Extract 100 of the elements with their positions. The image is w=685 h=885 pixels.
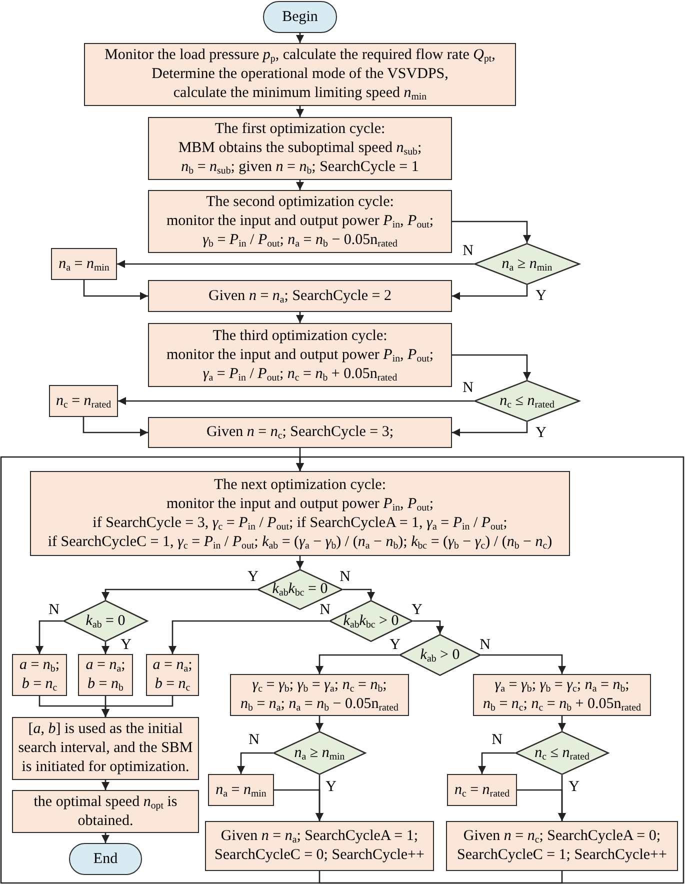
process-box (12, 790, 199, 833)
flow-arrow (296, 106, 304, 117)
process-box (205, 821, 434, 871)
process-text: Given n = n$_{a}$; SearchCycle = 2 (208, 286, 392, 306)
process-text: [a, b] is used as the initial search interval, and the SBM is initiated for optimization. (17, 720, 194, 777)
branch-label: N (248, 732, 260, 748)
decision-diamond (474, 243, 580, 285)
flow-arrow (102, 833, 110, 843)
process-box (84, 43, 516, 106)
process-text: if SearchCycleC = 1, γ$_{c}$ = P$_{in}$ / P$_{out}$; k$_{ab}$ = (γ$_{a}$ − γ$_{b}$) / (n$_{a}$ − n$_{b}$); k$_{bc}$ = (γ$_{b}$ − γ$_{c}$) / (n$_{b}$ − n$_{c}$) (48, 532, 552, 552)
process-text: the optimal speed n$_{opt}$ is obtained. (32, 792, 178, 830)
process-text: MBM obtains the suboptimal speed n$_{sub}$; n$_{b}$ = n$_{sub}$; given n = n$_{b}$; SearchCycle = 1 (178, 139, 422, 177)
process-box (49, 385, 118, 417)
flow-arrow (102, 642, 110, 654)
flow-arrow (274, 789, 324, 821)
process-box (12, 654, 67, 696)
process-text: calculate the minimum limiting speed n$_{min}$ (173, 84, 427, 103)
branch-label: Y (568, 780, 580, 794)
process-text: γ$_{a}$ = γ$_{b}$; γ$_{b}$ = γ$_{c}$; n$_{a}$ = n$_{b}$; n$_{b}$ = n$_{c}$; n$_{c}$ = n$_{b}$ + 0.05n$_{rated}$ (482, 676, 642, 714)
flow-arrow (296, 33, 304, 43)
flow-arrow (517, 789, 566, 821)
process-text: n$_{c}$ = n$_{rated}$ (56, 392, 112, 410)
branch-label: N (340, 570, 350, 584)
branch-label: Y (390, 638, 400, 652)
process-text: n$_{a}$ = n$_{min}$ (216, 780, 266, 800)
condition-text: n$_{a}$ ≥ n$_{min}$ (502, 254, 552, 274)
process-box (230, 674, 409, 716)
process-box (148, 280, 452, 312)
decision-diamond (399, 634, 481, 676)
flow-arrow (237, 752, 273, 774)
flow-arrow (0, 456, 563, 884)
process-box (148, 417, 452, 448)
flow-arrow (452, 220, 531, 243)
terminal-label: Begin (282, 8, 318, 26)
process-text: monitor the input and output power P$_{in}$, P$_{out}$; γ$_{a}$ = P$_{in}$ / P$_{out}$; n$_{c}$ = n$_{b}$ + 0.05n$_{rated}$ (166, 346, 434, 384)
process-text: Given n = n$_{c}$; SearchCycleA = 0; SearchCycleC = 1; SearchCycle++ (456, 827, 668, 865)
flow-arrow (413, 620, 444, 634)
flow-arrow (296, 180, 304, 190)
decision-diamond (273, 731, 366, 775)
process-text: a = n$_{b}$; b = n$_{c}$ (19, 656, 60, 694)
flow-arrow (452, 422, 528, 436)
process-box (208, 774, 274, 806)
process-text: a = n$_{a}$; b = n$_{b}$ (85, 656, 126, 694)
flow-arrow (452, 354, 531, 380)
branch-label: N (320, 602, 330, 618)
flow-arrow (316, 654, 399, 674)
process-text: The next optimization cycle: (214, 476, 386, 494)
flow-arrow (316, 716, 324, 731)
flow-arrow (478, 752, 515, 774)
flow-arrow (102, 588, 257, 600)
process-text: a = n$_{a}$; b = n$_{c}$ (152, 656, 193, 694)
branch-label: Y (120, 638, 132, 652)
flow-arrow (558, 716, 566, 731)
process-box (447, 774, 517, 806)
flow-arrow (118, 397, 474, 405)
branch-label: Y (536, 288, 546, 304)
flow-arrow (343, 588, 375, 600)
flow-arrow (36, 620, 63, 654)
flow-arrow (117, 260, 474, 268)
condition-text: k$_{ab}$k$_{bc}$ > 0 (343, 612, 399, 630)
flow-arrow (83, 280, 148, 300)
terminal-label: End (93, 850, 118, 868)
process-text: monitor the input and output power P$_{in}$, P$_{out}$; (166, 494, 434, 514)
decision-diamond (474, 380, 580, 422)
branch-label: N (462, 380, 474, 396)
branch-label: Y (412, 602, 422, 618)
condition-text: n$_{c}$ ≤ n$_{rated}$ (500, 392, 554, 410)
branch-label: Y (536, 426, 546, 440)
branch-label: N (480, 638, 490, 652)
branch-label: N (492, 732, 502, 748)
condition-text: k$_{ab}$k$_{bc}$ = 0 (272, 580, 328, 599)
decision-diamond (515, 731, 609, 775)
process-box (51, 248, 117, 280)
process-box (473, 674, 651, 716)
process-text: Monitor the load pressure p$_{p}$, calculate the required flow rate Q$_{pt}$, (104, 46, 496, 65)
branch-label: Y (248, 570, 258, 584)
flow-arrow (481, 654, 566, 674)
process-text: The third optimization cycle: (212, 326, 388, 346)
process-text: Determine the operational mode of the VSVDPS, (152, 65, 448, 84)
process-box (30, 471, 570, 556)
condition-text: k$_{ab}$ = 0 (86, 612, 126, 630)
process-text: monitor the input and output power P$_{in}$, P$_{out}$; γ$_{b}$ = P$_{in}$ / P$_{out}$; n$_{a}$ = n$_{b}$ − 0.05n$_{rated}$ (166, 212, 434, 250)
process-box (148, 117, 452, 180)
process-text: The second optimization cycle: (206, 193, 394, 212)
branch-label: N (48, 602, 60, 618)
flow-arrow (102, 696, 174, 717)
condition-text: k$_{ab}$ > 0 (420, 646, 460, 664)
process-text: n$_{c}$ = n$_{rated}$ (454, 780, 510, 800)
flow-arrow (168, 620, 329, 654)
process-box (148, 323, 452, 387)
condition-text: n$_{a}$ ≥ n$_{min}$ (294, 744, 345, 762)
process-box (146, 654, 199, 696)
process-text: γ$_{c}$ = γ$_{b}$; γ$_{b}$ = γ$_{a}$; n$_{c}$ = n$_{b}$; n$_{b}$ = n$_{a}$; n$_{a}$ = n$_{b}$ − 0.05n$_{rated}$ (240, 676, 400, 714)
process-box (148, 190, 452, 253)
process-text: The first optimization cycle: (214, 120, 386, 139)
flow-arrow (296, 556, 304, 569)
process-text: n$_{a}$ = n$_{min}$ (58, 254, 110, 274)
flow-arrow (82, 417, 148, 436)
flow-arrow (102, 780, 110, 790)
flow-arrow (452, 285, 528, 300)
